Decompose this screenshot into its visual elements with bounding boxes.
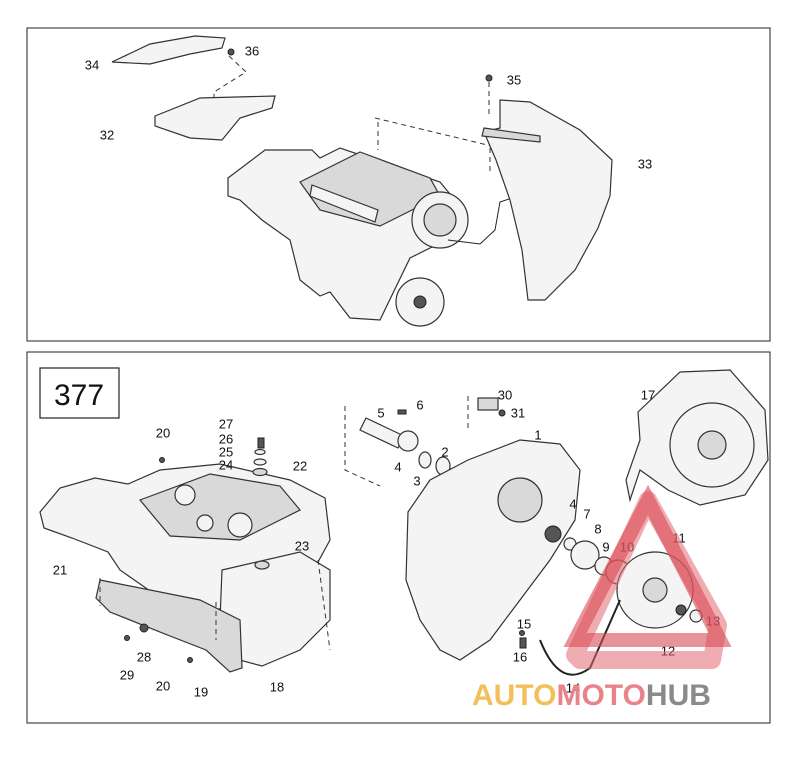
- part-19-bracket: [95, 579, 243, 673]
- part-34-upper-cover: [111, 35, 226, 65]
- part-24-grommet: [252, 467, 268, 477]
- housing-port-a: [174, 484, 196, 506]
- callout-26: 26: [219, 431, 233, 446]
- callout-2: 2: [441, 444, 448, 459]
- wire-harness: [447, 197, 513, 245]
- part-35-screw: [485, 74, 493, 82]
- top-dash-line-c: [374, 117, 501, 149]
- part-20-screw-upper: [159, 457, 165, 463]
- engine-flywheel-hub: [423, 203, 457, 237]
- callout-4: 4: [569, 496, 576, 511]
- watermark: AUTOMOTOHUB: [472, 484, 732, 712]
- part-4-bearing: [544, 525, 562, 543]
- part-11-fan-hub: [642, 577, 668, 603]
- bottom-assembly-illustration: [39, 369, 769, 676]
- top-assembly-illustration: [111, 35, 613, 327]
- callout-16: 16: [513, 649, 527, 664]
- part-6-pin: [397, 409, 407, 415]
- callout-19: 19: [194, 684, 208, 699]
- callout-14: 14: [566, 680, 580, 695]
- callout-4: 4: [394, 459, 401, 474]
- part-16-bolt: [519, 637, 527, 649]
- callout-20: 20: [156, 678, 170, 693]
- engine-pulley-hub: [413, 295, 427, 309]
- bottom-panel-frame: [26, 351, 771, 724]
- callout-5: 5: [377, 405, 384, 420]
- part-20-screw-lower: [187, 657, 193, 663]
- callout-30: 30: [498, 387, 512, 402]
- callout-24: 24: [219, 457, 233, 472]
- callout-27: 27: [219, 416, 233, 431]
- bottom-dash-lines-left: [99, 559, 331, 651]
- part-1-bearing-seat: [497, 477, 543, 523]
- part-5-gear: [397, 430, 419, 452]
- watermark-text-part2: MOTO: [556, 679, 645, 712]
- callout-25: 25: [219, 444, 233, 459]
- part-31-screw: [498, 409, 506, 417]
- top-panel-frame: [26, 27, 771, 342]
- part-27-bolt: [257, 437, 265, 449]
- part-1-drive-housing: [405, 439, 581, 661]
- callout-35: 35: [507, 72, 521, 87]
- part-8-pulley: [570, 540, 600, 570]
- part-33-fan-cover: [483, 99, 613, 301]
- watermark-text-part1: AUTO: [472, 679, 556, 712]
- callout-28: 28: [137, 649, 151, 664]
- housing-port-c: [196, 514, 214, 532]
- callout-15: 15: [517, 616, 531, 631]
- engine-logo-plate: [309, 184, 379, 223]
- watermark-text: AUTOMOTOHUB: [472, 679, 711, 712]
- callout-18: 18: [270, 679, 284, 694]
- part-12-washer: [675, 604, 687, 616]
- figure-number-box: 377: [39, 367, 120, 419]
- part-17-shroud-hub: [697, 430, 727, 460]
- part-3-ring: [418, 451, 432, 469]
- part-28-washer: [139, 623, 149, 633]
- callout-7: 7: [583, 506, 590, 521]
- part-23-grommet: [254, 560, 270, 570]
- callout-17: 17: [641, 387, 655, 402]
- part-5-shaft: [359, 417, 405, 449]
- part-29-screw: [124, 635, 130, 641]
- bottom-dash-line-shaft: [344, 406, 381, 487]
- callout-34: 34: [85, 57, 99, 72]
- callout-21: 21: [53, 562, 67, 577]
- part-36-screw: [227, 48, 235, 56]
- callout-31: 31: [511, 405, 525, 420]
- callout-33: 33: [638, 156, 652, 171]
- callout-8: 8: [594, 521, 601, 536]
- watermark-triangle-inner: [563, 484, 732, 647]
- callout-32: 32: [100, 127, 114, 142]
- callout-23: 23: [295, 538, 309, 553]
- part-30-clip: [477, 397, 499, 411]
- callout-36: 36: [245, 43, 259, 58]
- figure-number: 377: [54, 379, 104, 412]
- callout-20: 20: [156, 425, 170, 440]
- part-15-screw: [519, 630, 525, 636]
- callout-22: 22: [293, 458, 307, 473]
- housing-port-b: [227, 512, 253, 538]
- part-26-washer: [254, 448, 266, 456]
- part-33-bracket: [481, 127, 541, 143]
- callout-3: 3: [413, 473, 420, 488]
- callout-6: 6: [416, 397, 423, 412]
- callout-9: 9: [602, 539, 609, 554]
- callout-29: 29: [120, 667, 134, 682]
- callout-1: 1: [534, 427, 541, 442]
- part-25-washer: [253, 458, 267, 466]
- part-32-lower-cover: [154, 95, 276, 141]
- watermark-text-part3: HUB: [646, 679, 711, 712]
